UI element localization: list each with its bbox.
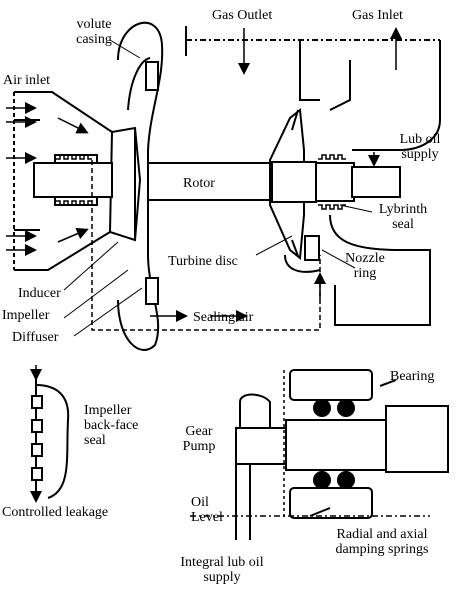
bearing-assembly-detail (190, 369, 449, 540)
leader-lines (63, 39, 373, 337)
turbine-bearing (315, 154, 401, 210)
label-bearing: Bearing (390, 369, 435, 384)
flow-arrows (6, 27, 402, 256)
volute-casing (117, 21, 164, 351)
rotor-shaft (148, 162, 275, 201)
label-turbine-disc: Turbine disc (168, 254, 238, 269)
turbine-disc (269, 108, 317, 260)
sealing-air-path (91, 160, 326, 331)
label-rotor: Rotor (183, 176, 215, 191)
label-diffuser: Diffuser (12, 330, 59, 345)
label-inducer: Inducer (18, 286, 61, 301)
impeller (108, 126, 142, 242)
label-air-inlet: Air inlet (3, 73, 51, 88)
compressor-bearing (33, 154, 113, 206)
backface-seal-detail (30, 365, 70, 503)
label-gas-outlet: Gas Outlet (212, 8, 273, 23)
turbine-housing (185, 26, 441, 326)
label-gas-inlet: Gas Inlet (352, 8, 403, 23)
label-controlled-leakage: Controlled leakage (2, 505, 109, 520)
label-sealing-air: Sealing air (193, 310, 254, 325)
label-impeller: Impeller (2, 308, 50, 323)
